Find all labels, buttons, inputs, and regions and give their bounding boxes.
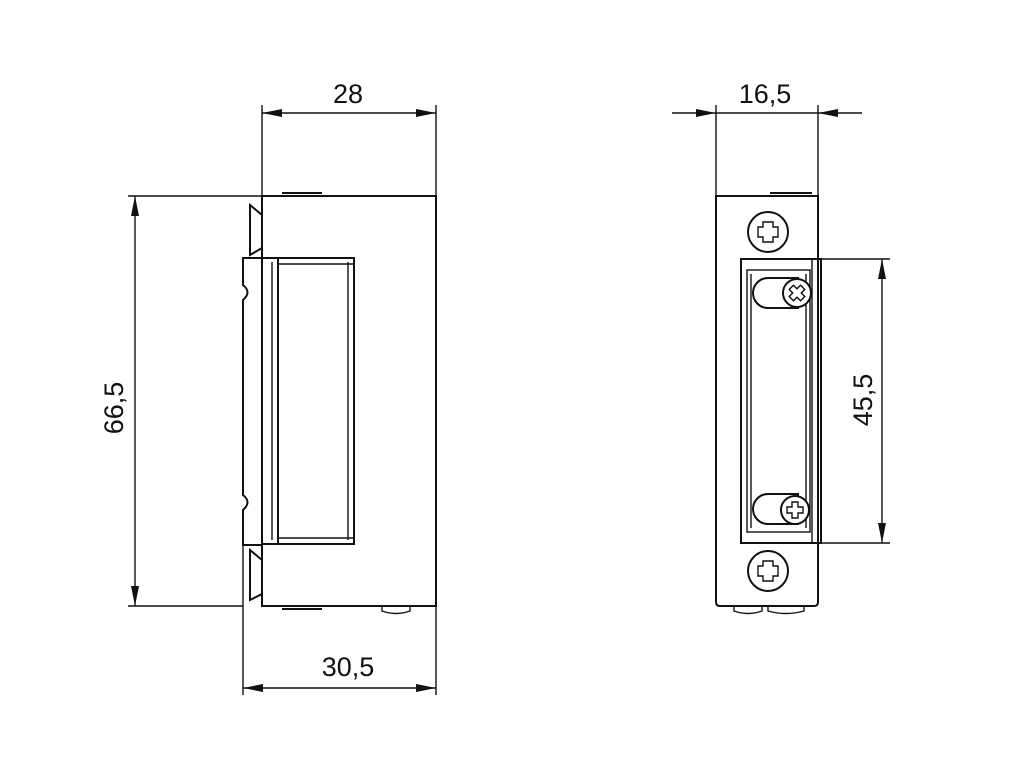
- phillips-screw-icon: [782, 278, 812, 308]
- front-lower-slot: [752, 493, 799, 525]
- dim-left-arrow-top: [131, 196, 139, 216]
- phillips-screw-icon: [747, 550, 789, 592]
- dim-side-bottom-label: 30,5: [322, 652, 375, 682]
- side-latch-plate: [242, 257, 262, 546]
- side-view: 28 66,5 30,5: [99, 79, 437, 695]
- dim-front-top-arrow-right: [818, 109, 838, 117]
- front-upper-slot: [752, 277, 799, 309]
- front-latch-window: [746, 269, 811, 533]
- side-latch-block: [277, 257, 355, 545]
- dim-top-arrow-left: [262, 109, 282, 117]
- phillips-screw-icon: [780, 495, 810, 525]
- side-bottom-foot: [381, 606, 411, 615]
- front-plate: [715, 195, 819, 607]
- dim-front-top-label: 16,5: [739, 79, 792, 109]
- dim-front-right-arrow-top: [878, 259, 886, 279]
- front-bottom-foot-1: [733, 606, 763, 615]
- front-latch-housing: [740, 258, 822, 544]
- dim-front-right-label: 45,5: [848, 374, 878, 427]
- dim-side-top-label: 28: [333, 79, 363, 109]
- dim-side-left-label: 66,5: [99, 382, 129, 435]
- dim-front-top-arrow-left: [696, 109, 716, 117]
- dim-front-right-arrow-bottom: [878, 523, 886, 543]
- dim-bottom-arrow-right: [416, 684, 436, 692]
- dim-left-arrow-bottom: [131, 586, 139, 606]
- side-body: [261, 195, 437, 607]
- dim-bottom-arrow-left: [243, 684, 263, 692]
- side-upper-wedge: [249, 202, 263, 257]
- side-lower-wedge: [249, 547, 263, 602]
- dim-top-arrow-right: [416, 109, 436, 117]
- front-bottom-foot-2: [767, 606, 805, 615]
- front-view: 16,5 45,5: [672, 79, 890, 615]
- phillips-screw-icon: [747, 211, 789, 253]
